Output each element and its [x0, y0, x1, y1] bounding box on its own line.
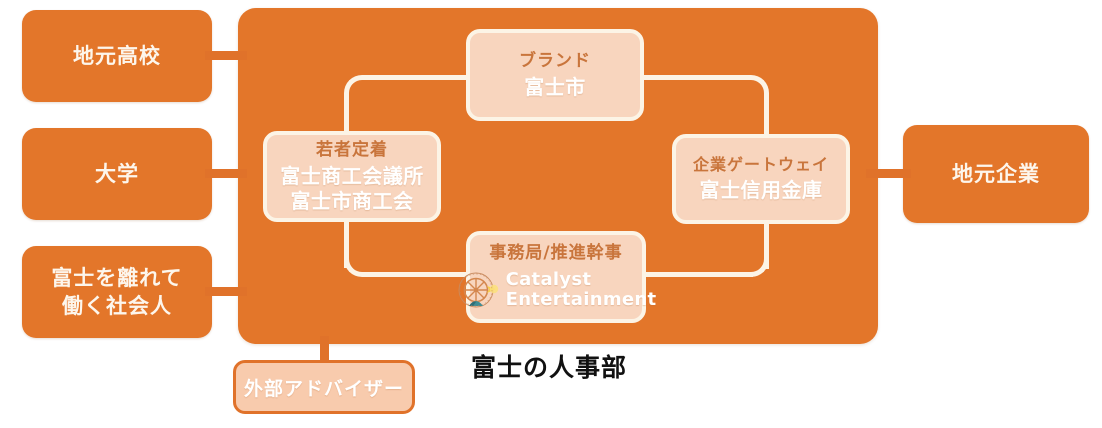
link-secretariat-right	[645, 272, 753, 277]
node-local-companies-label: 地元企業	[952, 161, 1040, 186]
node-brand-body: 富士市	[524, 75, 586, 100]
node-working-adults-line1: 富士を離れて	[51, 265, 183, 290]
connector-working-adults-to-panel	[205, 287, 247, 296]
link-corner-gateway-secretariat	[745, 253, 769, 277]
catalyst-logo-row: Catalyst Entertainment	[456, 268, 657, 312]
link-brand-right	[641, 75, 751, 80]
catalyst-logo-line2: Entertainment	[505, 289, 657, 311]
node-university-label: 大学	[95, 161, 139, 186]
node-youth-retention[interactable]: 若者定着 富士商工会議所 富士市商工会	[263, 131, 441, 222]
node-working-adults-line2: 働く社会人	[62, 294, 172, 318]
connector-panel-to-local-companies	[866, 169, 911, 178]
catalyst-logo-text: Catalyst Entertainment	[505, 268, 657, 311]
node-youth-head: 若者定着	[316, 139, 388, 160]
link-brand-left	[362, 75, 470, 80]
link-corner-brand-youth	[344, 75, 368, 99]
node-youth-body-line2: 富士市商工会	[290, 189, 414, 214]
node-local-high-school[interactable]: 地元高校	[22, 10, 212, 102]
diagram-caption: 富士の人事部	[471, 353, 628, 382]
node-working-adults[interactable]: 富士を離れて 働く社会人	[22, 246, 212, 338]
node-brand-head: ブランド	[519, 50, 591, 71]
link-corner-brand-gateway	[745, 75, 769, 99]
node-brand-fujishi[interactable]: ブランド 富士市	[466, 29, 644, 121]
link-youth-top	[344, 95, 349, 135]
connector-high-school-to-panel	[205, 51, 247, 60]
link-secretariat-left	[362, 272, 470, 277]
connector-university-to-panel	[205, 169, 247, 178]
node-youth-body-line1: 富士商工会議所	[280, 164, 424, 189]
node-gateway-body: 富士信用金庫	[699, 178, 823, 203]
connector-panel-to-advisor	[320, 336, 329, 368]
link-corner-youth-secretariat	[344, 253, 368, 277]
node-external-advisor-label: 外部アドバイザー	[243, 377, 404, 400]
link-gateway-top	[764, 95, 769, 138]
link-gateway-bottom	[764, 222, 769, 269]
catalyst-logo-line1: Catalyst	[505, 268, 592, 290]
node-local-companies[interactable]: 地元企業	[903, 125, 1089, 223]
compass-wheel-logo-icon	[456, 268, 500, 312]
node-gateway-head: 企業ゲートウェイ	[692, 154, 829, 174]
node-local-high-school-label: 地元高校	[73, 43, 161, 68]
node-external-advisor[interactable]: 外部アドバイザー	[233, 360, 415, 414]
node-enterprise-gateway[interactable]: 企業ゲートウェイ 富士信用金庫	[672, 134, 850, 224]
node-secretariat[interactable]: 事務局/推進幹事 Catalys	[458, 231, 656, 323]
node-secretariat-head: 事務局/推進幹事	[489, 242, 623, 263]
node-university[interactable]: 大学	[22, 128, 212, 220]
link-youth-bottom	[344, 218, 349, 268]
